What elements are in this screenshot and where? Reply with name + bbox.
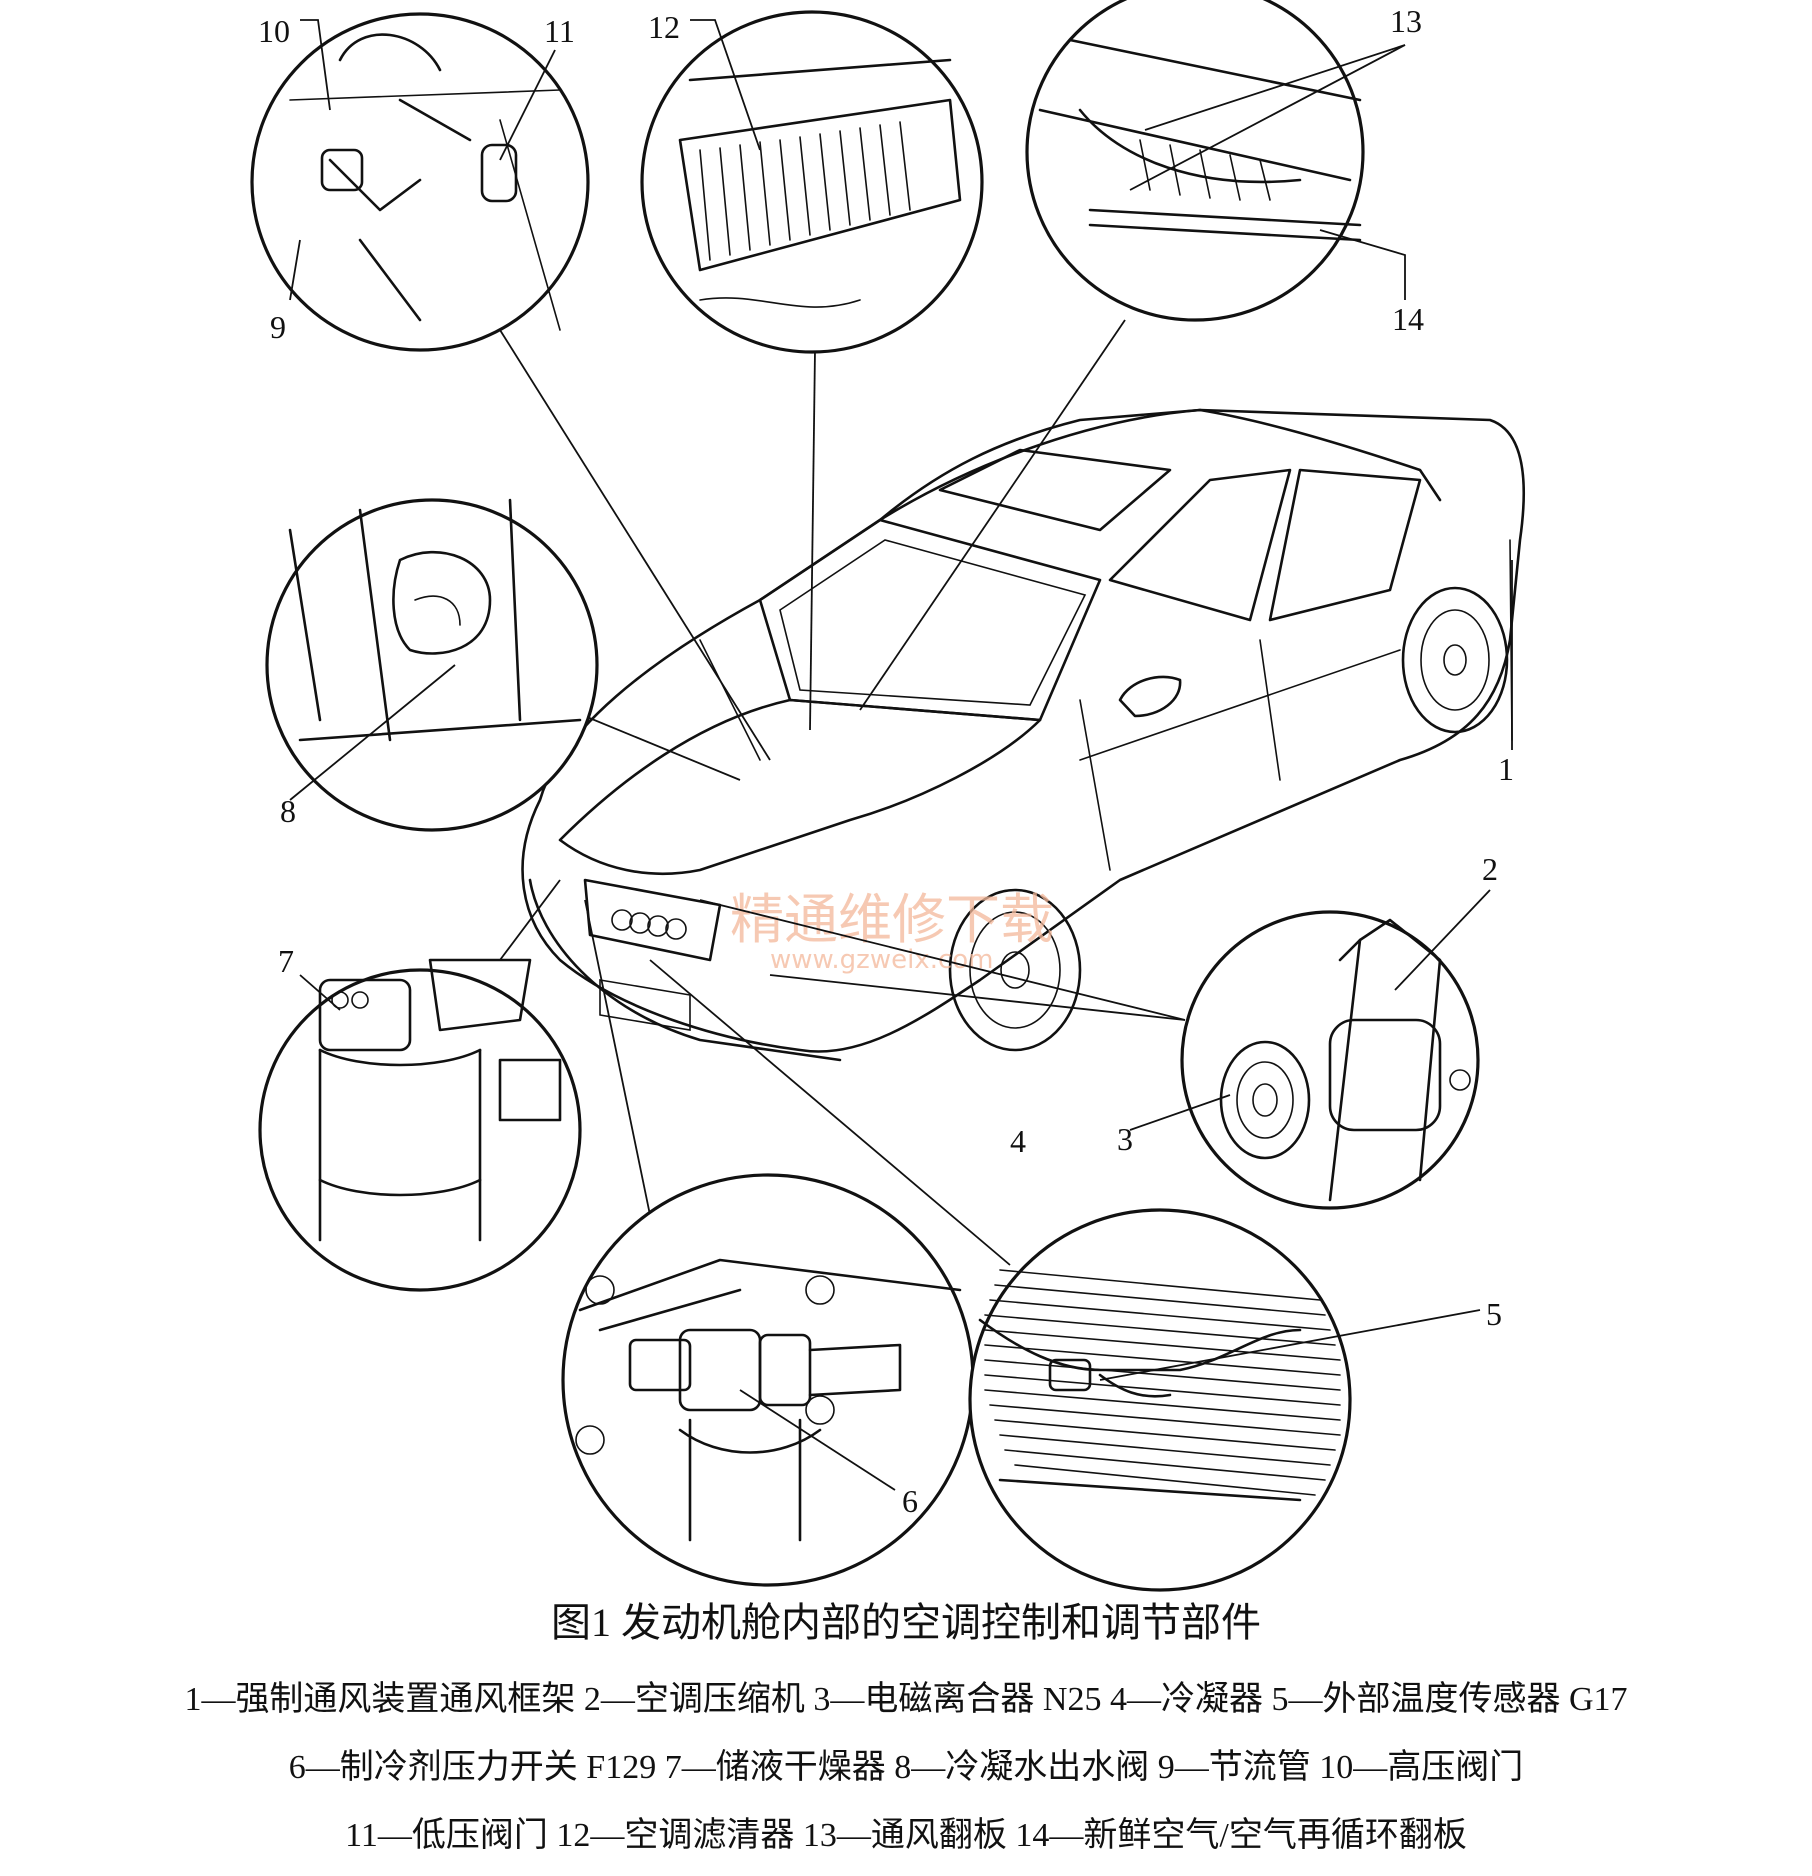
callout-4: 4 <box>1010 1123 1026 1159</box>
watermark-url: www.gzweix.com <box>770 945 994 975</box>
callout-10: 10 <box>258 13 290 49</box>
leader-lines <box>499 319 1186 1266</box>
callout-7: 7 <box>278 943 294 979</box>
callout-5: 5 <box>1486 1296 1502 1332</box>
detail-circle-drain <box>265 498 599 832</box>
detail-circle-temp-sensor <box>968 1208 1352 1592</box>
figure-title: 图1 发动机舱内部的空调控制和调节部件 <box>551 1600 1261 1645</box>
callout-11: 11 <box>544 13 575 49</box>
detail-circle-pressure-switch <box>561 1173 975 1587</box>
callout-ticks <box>289 19 1513 1491</box>
detail-circle-valves <box>250 12 590 352</box>
detail-circle-flaps <box>1025 0 1365 322</box>
callout-1: 1 <box>1498 751 1514 787</box>
detail-circle-dryer <box>258 958 582 1292</box>
watermark-text: 精通维修下载 <box>730 888 1054 951</box>
callout-3: 3 <box>1117 1121 1133 1157</box>
detail-circle-filter <box>640 10 984 354</box>
callout-numbers: 1 2 3 4 5 6 7 8 9 10 11 12 13 14 <box>258 3 1514 1519</box>
callout-2: 2 <box>1482 851 1498 887</box>
figure-caption: 图1 发动机舱内部的空调控制和调节部件 1—强制通风装置通风框架 2—空调压缩机… <box>0 1590 1812 1870</box>
legend-line-3: 11—低压阀门 12—空调滤清器 13—通风翻板 14—新鲜空气/空气再循环翻板 <box>345 1817 1467 1854</box>
callout-12: 12 <box>648 9 680 45</box>
callout-6: 6 <box>902 1483 918 1519</box>
callout-13: 13 <box>1390 3 1422 39</box>
callout-14: 14 <box>1392 301 1424 337</box>
detail-circle-compressor <box>1180 910 1480 1210</box>
callout-8: 8 <box>280 793 296 829</box>
callout-9: 9 <box>270 309 286 345</box>
legend-line-1: 1—强制通风装置通风框架 2—空调压缩机 3—电磁离合器 N25 4—冷凝器 5… <box>184 1681 1628 1718</box>
legend-line-2: 6—制冷剂压力开关 F129 7—储液干燥器 8—冷凝水出水阀 9—节流管 10… <box>288 1749 1524 1786</box>
